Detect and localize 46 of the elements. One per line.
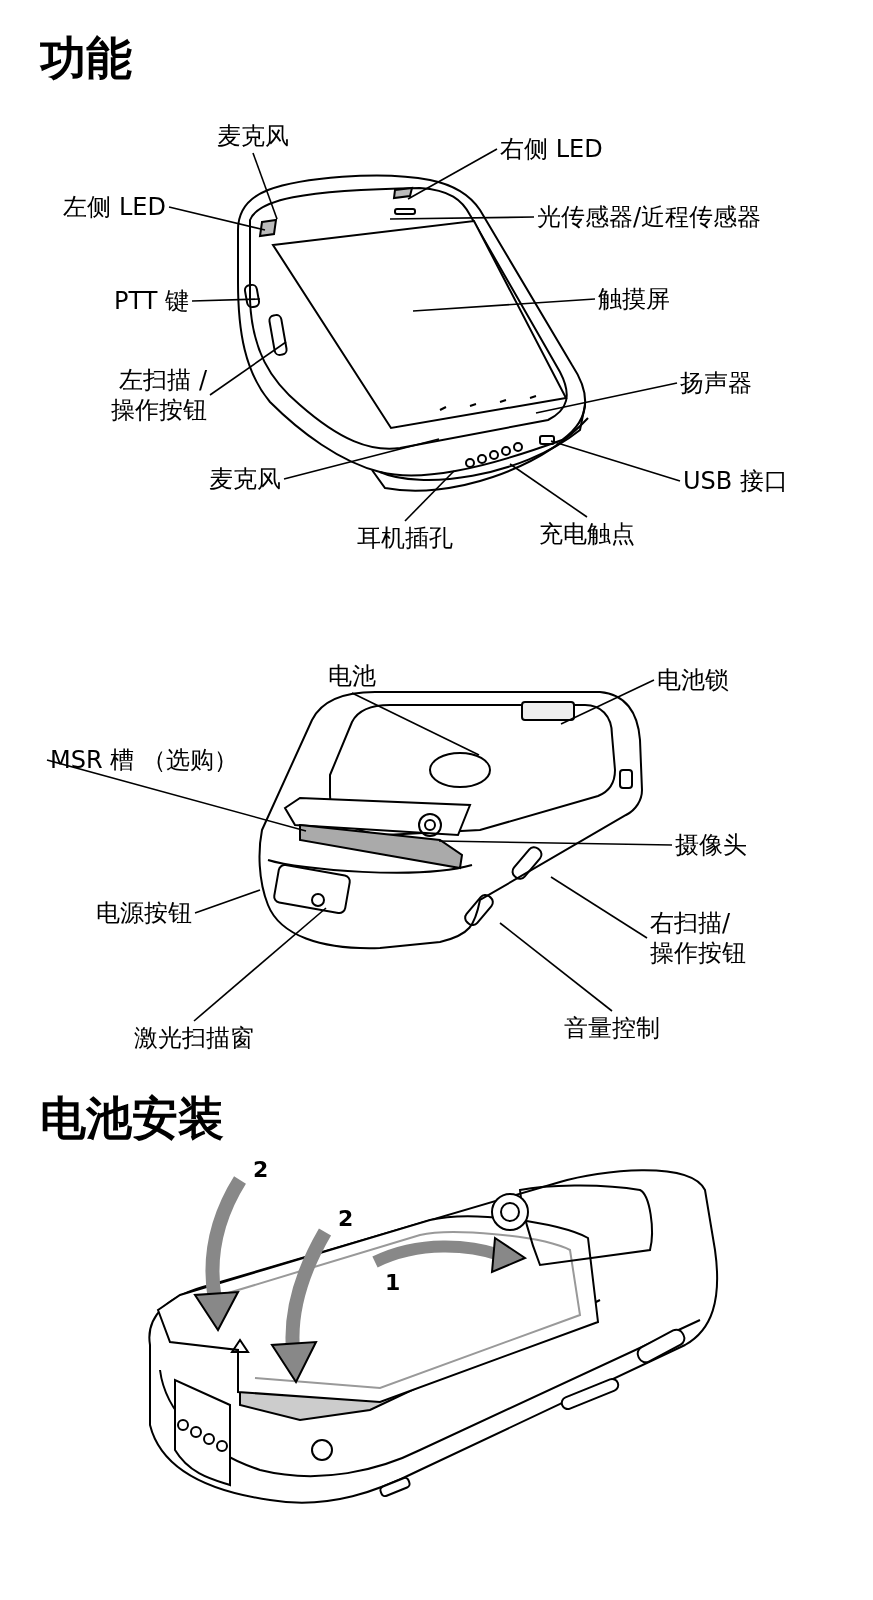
- callout-label: 摄像头: [675, 830, 747, 860]
- section-heading: 功能: [40, 30, 132, 87]
- leader-line: [389, 216, 535, 220]
- callout-label: 电池: [328, 661, 376, 691]
- leader-line: [550, 440, 681, 482]
- section-heading: 电池安装: [40, 1090, 224, 1147]
- callout-label: 激光扫描窗: [134, 1023, 254, 1053]
- leader-line: [407, 148, 498, 200]
- callout-label: 充电触点: [539, 519, 635, 549]
- step-number: 2: [253, 1157, 269, 1182]
- callout-label: 麦克风: [217, 121, 289, 151]
- leader-line: [168, 206, 266, 231]
- callout-label: 触摸屏: [598, 284, 670, 314]
- step-number: 1: [385, 1270, 401, 1295]
- leader-line: [193, 907, 327, 1022]
- callout-label: 扬声器: [680, 368, 752, 398]
- callout-label: 右扫描/操作按钮: [650, 908, 751, 968]
- leader-line: [191, 298, 261, 302]
- leader-line: [252, 152, 278, 220]
- leader-line: [194, 889, 261, 914]
- callout-label: 右侧 LED: [500, 134, 603, 164]
- callout-label: 音量控制: [564, 1013, 660, 1043]
- leader-line: [46, 759, 307, 832]
- step-number: 2: [338, 1206, 354, 1231]
- leader-line: [209, 341, 287, 396]
- leader-line: [550, 876, 648, 939]
- leader-line: [509, 463, 588, 518]
- leader-line: [283, 438, 440, 480]
- callout-label: 电源按钮: [96, 898, 192, 928]
- callout-label: USB 接口: [683, 466, 788, 496]
- leader-line: [412, 298, 596, 312]
- phone-back-drawing: [258, 691, 643, 950]
- callout-label: 麦克风: [209, 464, 281, 494]
- callout-label: 耳机插孔: [357, 523, 453, 553]
- leader-line: [535, 382, 678, 414]
- leader-line: [560, 679, 655, 725]
- callout-label: MSR 槽 （选购）: [50, 745, 238, 775]
- callout-label: 电池锁: [657, 665, 729, 695]
- leader-line: [438, 840, 673, 846]
- leader-line: [404, 470, 455, 522]
- callout-label: 左侧 LED: [63, 192, 166, 222]
- leader-line: [499, 922, 613, 1012]
- callout-label: 光传感器/近程传感器: [537, 202, 762, 232]
- callout-label: 左扫描 /操作按钮: [106, 365, 207, 425]
- callout-label: PTT 键: [114, 286, 189, 316]
- leader-line: [351, 692, 480, 756]
